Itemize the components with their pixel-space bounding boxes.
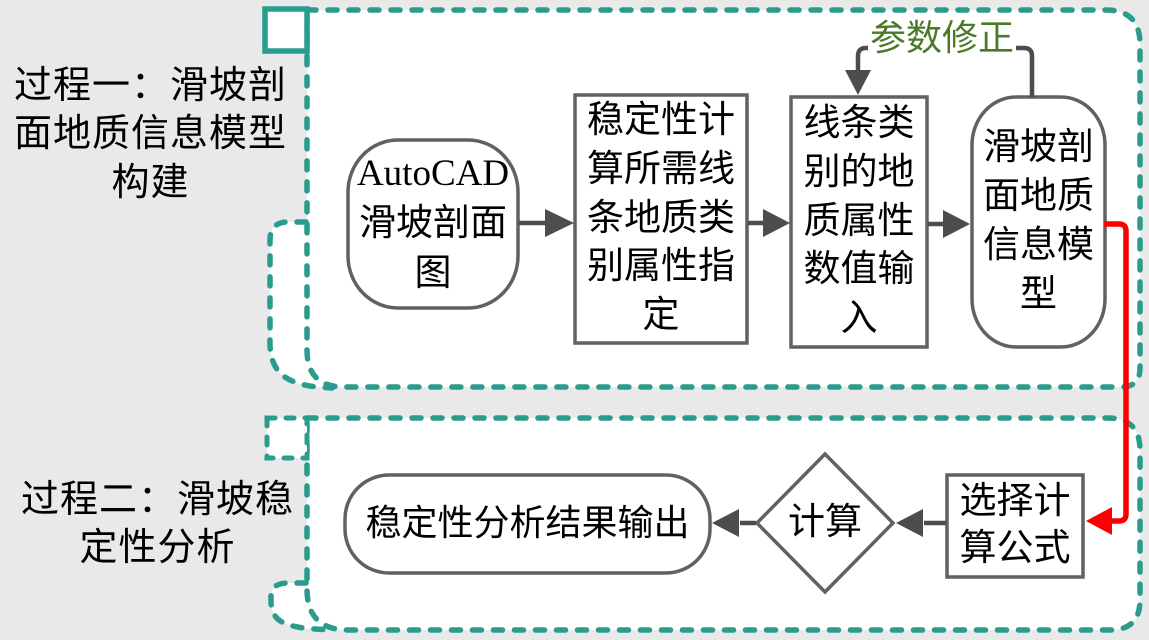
node-autocad-profile-shape bbox=[346, 138, 520, 310]
arrow-formula-to-calculate bbox=[896, 509, 946, 537]
process1-corner-square bbox=[262, 6, 310, 54]
node-select-formula-shape bbox=[945, 473, 1085, 579]
process2-corner-square bbox=[264, 415, 310, 461]
parameter-correction-label: 参数修正 bbox=[868, 18, 1017, 58]
node-calculate-shape bbox=[754, 451, 896, 595]
node-geo-model-label: 滑坡剖面地质信息模型 bbox=[983, 127, 1094, 315]
node-value-input-label: 线条类别的地质属性数值输入 bbox=[803, 102, 915, 340]
node-attribute-assign-label: 稳定性计算所需线条地质类别属性指定 bbox=[587, 99, 735, 337]
node-autocad-profile-label: AutoCAD滑坡剖面图 bbox=[356, 152, 510, 295]
node-attribute-assign-shape bbox=[573, 93, 749, 345]
node-value-input-shape bbox=[789, 95, 929, 349]
node-result-output-label: 稳定性分析结果输出 bbox=[365, 503, 690, 544]
process2-title: 过程二：滑坡稳定性分析 bbox=[20, 479, 294, 570]
node-select-formula-label: 选择计算公式 bbox=[959, 481, 1071, 569]
process1-title: 过程一：滑坡剖面地质信息模型构建 bbox=[13, 65, 287, 204]
process1-left-layer-border bbox=[267, 219, 335, 391]
arrow-calculate-to-output bbox=[712, 509, 756, 537]
process2-left-layer-border bbox=[268, 580, 333, 633]
arrow-autocad-to-assign bbox=[519, 209, 574, 237]
node-calculate-label: 计算 bbox=[788, 502, 862, 544]
arrow-model-to-formula-red bbox=[1086, 221, 1129, 535]
arrow-input-to-model bbox=[928, 210, 970, 238]
arrow-assign-to-input bbox=[748, 209, 790, 237]
node-result-output-shape bbox=[343, 473, 712, 575]
